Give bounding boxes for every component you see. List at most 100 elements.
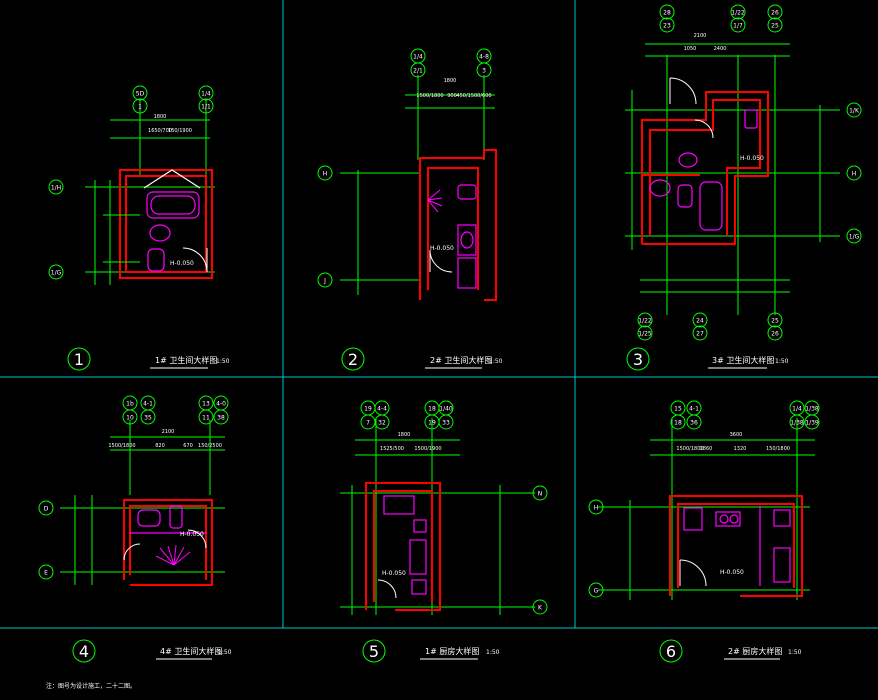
panel-2-title: 2# 卫生间大样图 bbox=[430, 355, 492, 365]
panel-3-axis-side-2: H bbox=[846, 165, 862, 181]
panel-1-axis-top-2-2-label: 1/1 bbox=[201, 104, 211, 111]
panel-5-axis-side-2: K bbox=[532, 599, 548, 615]
panel-6-axis-top-3-1-label: 1/4 bbox=[792, 406, 802, 413]
panel-5-axis-top-2-2: 32 bbox=[374, 414, 390, 430]
panel-3-axis-side-1: 1/K bbox=[846, 102, 862, 118]
panel-5-axis-top-2-1-label: 4-4 bbox=[377, 406, 387, 413]
panel-6-axis-top-2-2-label: 36 bbox=[690, 420, 698, 427]
panel-1-axis-top-1-1: 5D bbox=[132, 85, 148, 101]
panel-4-axis-top-1-1: 1b bbox=[122, 395, 138, 411]
panel-5-level-mark: H-0.050 bbox=[382, 570, 406, 577]
panel-1-axis-side-1-label: 1/H bbox=[51, 185, 61, 192]
panel-5-caption: 5 1# 厨房大样图 1:50 bbox=[362, 639, 500, 663]
panel-4-axis-top-2-2: 35 bbox=[140, 409, 156, 425]
panel-1-axis-side-2: 1/G bbox=[48, 264, 64, 280]
panel-1-axis-side-1: 1/H bbox=[48, 179, 64, 195]
panel-3-axis-bottom-2-1-label: 24 bbox=[696, 318, 704, 325]
panel-3-axis-bottom-1-1: 1/22 bbox=[637, 312, 653, 328]
panel-1-axis-side-2-label: 1/G bbox=[51, 270, 62, 277]
panel-5-axis-top-1-2: 7 bbox=[360, 414, 376, 430]
panel-4-dimension-2: 1500/1800 bbox=[108, 443, 135, 449]
panel-5-title: 1# 厨房大样图 bbox=[425, 646, 479, 656]
panel-4-caption: 4 4# 卫生间大样图 1:50 bbox=[72, 639, 232, 663]
panel-3-axis-side-1-label: 1/K bbox=[849, 108, 860, 115]
panel-5-axis-top-1-1-label: 19 bbox=[364, 406, 372, 413]
panel-captions: 1 1# 卫生间大样图 1:50 2 2# 卫生间大样图 1:50 3 3# 卫… bbox=[67, 347, 802, 663]
panel-2-axis-side-2-label: J bbox=[323, 278, 326, 285]
panel-2-scale: 1:50 bbox=[489, 358, 503, 365]
panel-3-caption: 3 3# 卫生间大样图 1:50 bbox=[626, 347, 789, 371]
panel-3-axis-bottom-2-2: 27 bbox=[692, 325, 708, 341]
panel-3-axis-bottom-1-2-label: 1/25 bbox=[638, 331, 652, 338]
panel-6-dimension-4: 1320 bbox=[734, 446, 747, 452]
panel-6-dimension-2: 1500/1800 bbox=[676, 446, 703, 452]
panel-1-dimension-2: 1650/700 bbox=[148, 128, 172, 134]
panel-4-axis-top-3-2-label: 11 bbox=[202, 415, 210, 422]
panel-1-level-mark: H-0.050 bbox=[170, 260, 194, 267]
panel-6-axis-side-1-label: H bbox=[594, 505, 599, 512]
panel-4-axis-top-4-1-label: 4-0 bbox=[216, 401, 226, 408]
panel-5-axis-top-3-1: 18 bbox=[424, 400, 440, 416]
panel-4-dimension-5: 150/2500 bbox=[198, 443, 222, 449]
panel-3-axis-bottom-2-2-label: 27 bbox=[696, 331, 704, 338]
panel-3-axis-top-1-1-label: 28 bbox=[663, 10, 671, 17]
panel-2-caption: 2 2# 卫生间大样图 1:50 bbox=[341, 347, 503, 371]
panel-2-dimension-4: 450/1500/600 bbox=[456, 93, 491, 99]
panel-6-axis-top-4-2-label: 1/39 bbox=[805, 420, 819, 427]
panel-3-axis-top-2-1-label: 1/22 bbox=[731, 10, 745, 17]
panel-3-axis-top-3-2: 25 bbox=[767, 17, 783, 33]
panel-1-axis-top-1-1-label: 5D bbox=[136, 91, 145, 98]
panel-2-dimension-2: 1500/1800 bbox=[416, 93, 443, 99]
panel-2-axis-top-1-2: 2/1 bbox=[410, 62, 426, 78]
panel-1-axis-top-1-2: 1 bbox=[132, 98, 148, 114]
panel-3-scale: 1:50 bbox=[775, 358, 789, 365]
panel-4-title: 4# 卫生间大样图 bbox=[160, 646, 222, 656]
panel-6-axis-top-2-1-label: 4-1 bbox=[689, 406, 699, 413]
panel-6-dimension-3: 1860 bbox=[700, 446, 713, 452]
panel-2-axis-top-2-1-label: 4-8 bbox=[479, 54, 489, 61]
panel-1-axis-top-2-2: 1/1 bbox=[198, 98, 214, 114]
panel-4-dimension-3: 820 bbox=[155, 443, 165, 449]
panel-5-axis-side-1-label: N bbox=[538, 491, 543, 498]
panel-4-axis-side-1-label: D bbox=[44, 506, 49, 513]
panel-3-axis-top-1-2: 23 bbox=[659, 17, 675, 33]
panel-4-axis-top-3-2: 11 bbox=[198, 409, 214, 425]
panel-6-title: 2# 厨房大样图 bbox=[728, 646, 782, 656]
panel-6-dimension-1: 3600 bbox=[730, 432, 743, 438]
panel-5-axis-top-1-2-label: 7 bbox=[366, 420, 370, 427]
panel-6-caption: 6 2# 厨房大样图 1:50 bbox=[659, 639, 802, 663]
panel-4-axis-top-1-2: 10 bbox=[122, 409, 138, 425]
panel-4-axis-top-1-2-label: 10 bbox=[126, 415, 134, 422]
panel-4-axis-top-4-2: 38 bbox=[213, 409, 229, 425]
panel-1-dimension-3: 150/1900 bbox=[168, 128, 192, 134]
panel-4-axis-top-3-1: 13 bbox=[198, 395, 214, 411]
panel-3-axis-bottom-1-2: 1/25 bbox=[637, 325, 653, 341]
panel-4-axis-top-1-1-label: 1b bbox=[126, 401, 134, 408]
panel-6-axis-top-2-2: 36 bbox=[686, 414, 702, 430]
panel-5-axis-top-4-2: 33 bbox=[438, 414, 454, 430]
panel-6-axis-top-1-1: 15 bbox=[670, 400, 686, 416]
panel-4-axis-top-2-2-label: 35 bbox=[144, 415, 152, 422]
panel-5-axis-top-3-1-label: 18 bbox=[428, 406, 436, 413]
panel-5-axis-top-2-2-label: 32 bbox=[378, 420, 386, 427]
panel-6-drawing bbox=[598, 418, 815, 600]
panel-4-level-mark: H-0.050 bbox=[180, 531, 204, 538]
panel-3-axis-top-2-1: 1/22 bbox=[730, 4, 746, 20]
panel-3-number: 3 bbox=[633, 350, 643, 369]
panel-5-axis-top-3-2-label: 19 bbox=[428, 420, 436, 427]
panel-6-level-mark: H-0.050 bbox=[720, 569, 744, 576]
axis-bubbles: 5D11/41/11/H1/G1/42/14-83HJ28231/221/726… bbox=[38, 4, 862, 615]
panel-1-title: 1# 卫生间大样图 bbox=[155, 355, 217, 365]
panel-3-dimension-3: 2400 bbox=[714, 46, 727, 52]
panel-5-dimension-1: 1800 bbox=[398, 432, 411, 438]
panel-6-number: 6 bbox=[666, 642, 676, 661]
panel-2-number: 2 bbox=[348, 350, 358, 369]
panel-2-axis-top-2-1: 4-8 bbox=[476, 48, 492, 64]
panel-6-axis-side-2-label: G bbox=[594, 588, 599, 595]
panel-3-axis-top-3-1: 26 bbox=[767, 4, 783, 20]
panel-3-axis-bottom-3-2: 26 bbox=[767, 325, 783, 341]
panel-5-drawing bbox=[340, 418, 535, 615]
